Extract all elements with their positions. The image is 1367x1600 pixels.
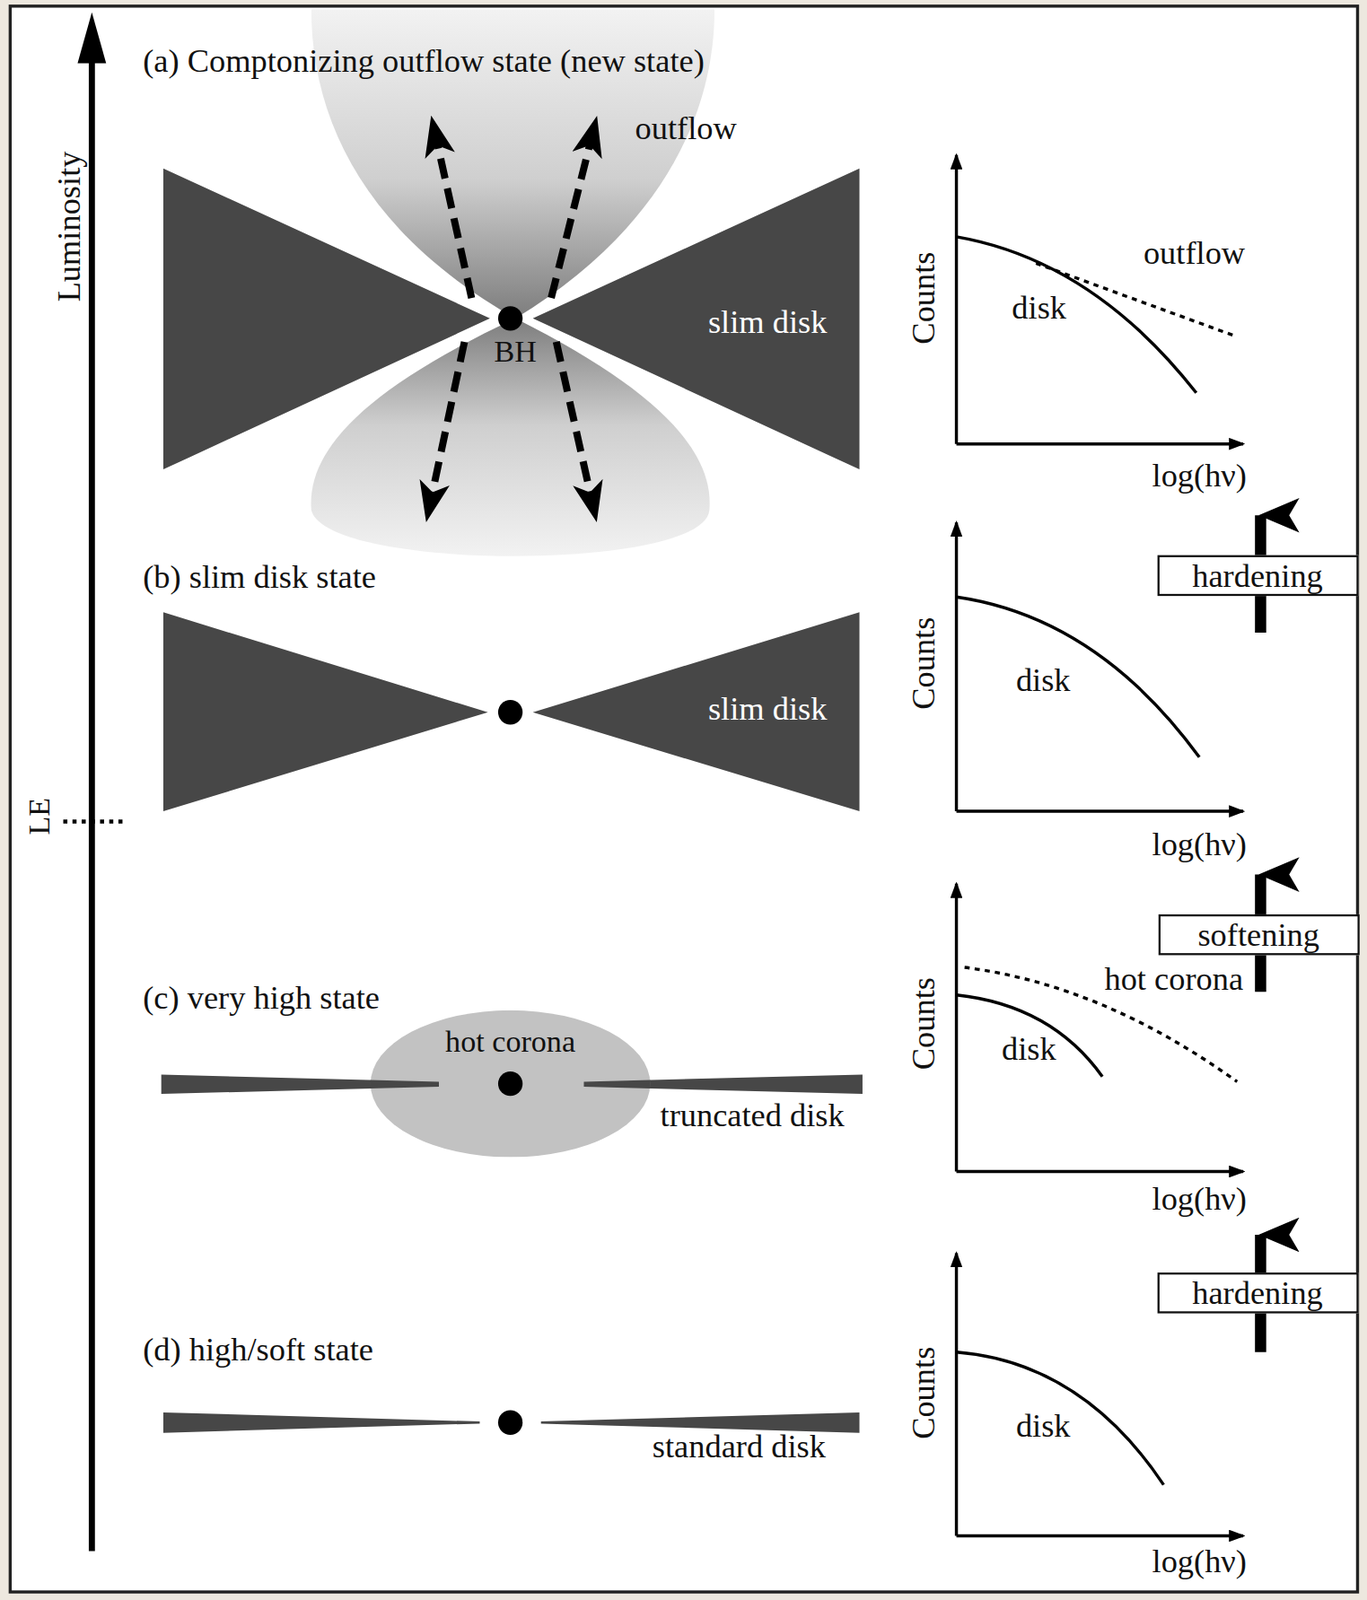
axis-title: Counts: [906, 977, 941, 1070]
spectrum-a: [956, 155, 1245, 445]
eddington-tick: [63, 819, 128, 824]
component-label: disk: [1016, 663, 1071, 698]
axis-title: Counts: [906, 1347, 941, 1440]
node-text: softening: [1186, 917, 1331, 953]
state-title: (b) slim disk state: [142, 560, 377, 596]
component-label: disk: [1001, 1032, 1057, 1067]
region-label: outflow: [635, 111, 737, 146]
axis-title: Counts: [906, 251, 941, 344]
state-change-box: hardening: [1156, 555, 1359, 596]
state-title: (a) Comptonizing outflow state (new stat…: [142, 43, 705, 79]
component-label: outflow: [1143, 236, 1245, 271]
node-text: hot corona: [370, 1010, 651, 1061]
frame: [9, 6, 1358, 1593]
disk-label: slim disk: [708, 305, 827, 340]
axis-title: Counts: [906, 617, 941, 710]
axis-title: log(hν): [1152, 458, 1247, 493]
axis-title: Luminosity: [52, 151, 87, 303]
disk-label: truncated disk: [660, 1098, 845, 1133]
black-hole: [498, 1410, 523, 1436]
outflow-arrows: [429, 127, 595, 510]
axis-title: log(hν): [1152, 828, 1247, 863]
black-hole: [498, 1071, 523, 1096]
hot-corona: hot corona: [370, 1010, 651, 1158]
slim-disk: [163, 168, 860, 470]
component-label: disk: [1016, 1410, 1071, 1445]
node-text: hardening: [1185, 558, 1330, 594]
slim-disk: [163, 612, 860, 812]
eddington-label: LE: [22, 797, 55, 836]
state-title: (c) very high state: [142, 981, 380, 1016]
axis-title: log(hν): [1152, 1544, 1247, 1579]
node-text: hardening: [1185, 1276, 1330, 1312]
state-title: (d) high/soft state: [142, 1332, 374, 1367]
disk-label: standard disk: [652, 1429, 826, 1464]
axis-arrowhead: [77, 12, 106, 64]
component-label: hot corona: [1096, 963, 1251, 998]
component-label: disk: [1011, 290, 1067, 325]
state-change-box: softening: [1157, 914, 1359, 956]
luminosity-axis: [88, 40, 96, 1552]
black-hole: [498, 700, 523, 725]
disk-label: slim disk: [708, 692, 827, 727]
axis-title: log(hν): [1152, 1182, 1247, 1217]
object-label: BH: [494, 334, 537, 368]
black-hole: [498, 306, 523, 331]
state-change-box: hardening: [1156, 1272, 1359, 1314]
